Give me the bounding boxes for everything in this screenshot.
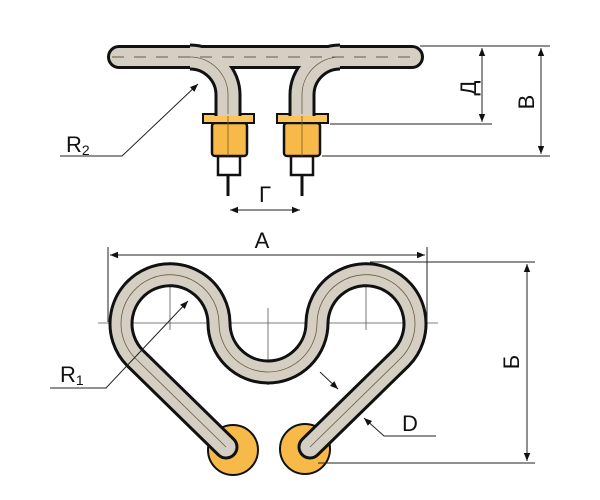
dim-d-label: D xyxy=(402,411,418,436)
tube-plan xyxy=(108,262,428,460)
r2-leader xyxy=(60,83,199,157)
r2-label-base: R xyxy=(66,132,82,157)
r2-label: R2 xyxy=(66,132,90,158)
dim-d-arrow xyxy=(319,371,339,390)
tube-side xyxy=(107,43,424,116)
r1-label-sub: 1 xyxy=(76,372,84,388)
dim-v-label: В xyxy=(514,95,539,110)
dim-g-label: Г xyxy=(259,182,271,207)
dim-d-leader xyxy=(363,417,436,437)
fitting-left xyxy=(202,113,255,196)
dim-b-cyr-label: Б xyxy=(499,355,524,369)
plan-view: А Б D R1 xyxy=(50,228,535,476)
side-view: Д В Г R2 xyxy=(60,43,550,214)
r1-leader xyxy=(50,300,189,389)
dim-d-cyr-label: Д xyxy=(456,80,481,95)
r2-label-sub: 2 xyxy=(82,142,90,158)
fitting-right xyxy=(276,113,329,196)
r1-label-base: R xyxy=(60,362,76,387)
r1-label: R1 xyxy=(60,362,84,388)
dim-a-label: А xyxy=(255,228,270,253)
